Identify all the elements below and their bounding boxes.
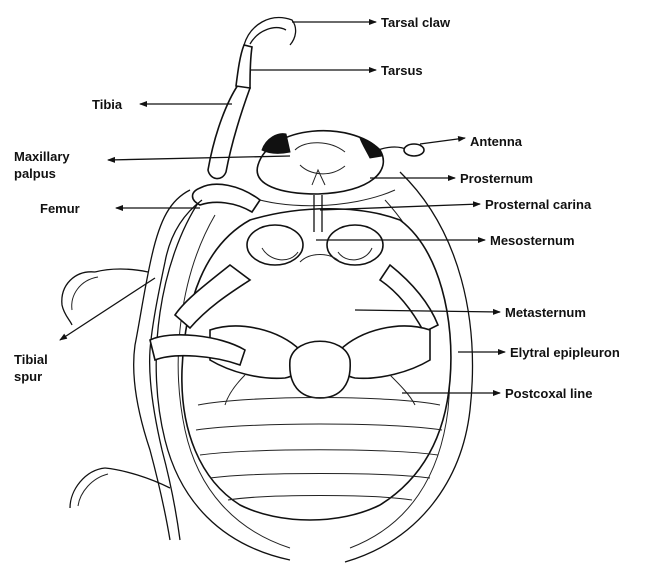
- middle-claw: [62, 272, 95, 325]
- label-prosternal-carina: Prosternal carina: [485, 197, 592, 212]
- metasternal-lobe: [290, 341, 350, 398]
- hind-tarsus: [105, 468, 170, 488]
- head-dark-left: [262, 134, 290, 154]
- label-metasternum: Metasternum: [505, 305, 586, 320]
- label-tibial: Tibial: [14, 352, 48, 367]
- label-tarsal-claw: Tarsal claw: [381, 15, 451, 30]
- label-tibia: Tibia: [92, 97, 123, 112]
- label-elytral-epipleuron: Elytral epipleuron: [510, 345, 620, 360]
- fore-tarsus: [236, 45, 252, 88]
- label-maxillary: Maxillary: [14, 149, 70, 164]
- beetle-body: [62, 18, 473, 562]
- hind-claw: [70, 468, 105, 508]
- label-spur: spur: [14, 369, 42, 384]
- fore-coxa-right: [327, 225, 383, 265]
- label-mesosternum: Mesosternum: [490, 233, 575, 248]
- middle-tarsus: [95, 269, 148, 272]
- label-postcoxal-line: Postcoxal line: [505, 386, 592, 401]
- label-tarsus: Tarsus: [381, 63, 423, 78]
- label-antenna: Antenna: [470, 134, 523, 149]
- antenna-club: [404, 144, 424, 156]
- fore-tibia: [208, 85, 250, 179]
- fore-femur: [193, 184, 261, 212]
- label-prosternum: Prosternum: [460, 171, 533, 186]
- label-femur: Femur: [40, 201, 80, 216]
- label-palpus: palpus: [14, 166, 56, 181]
